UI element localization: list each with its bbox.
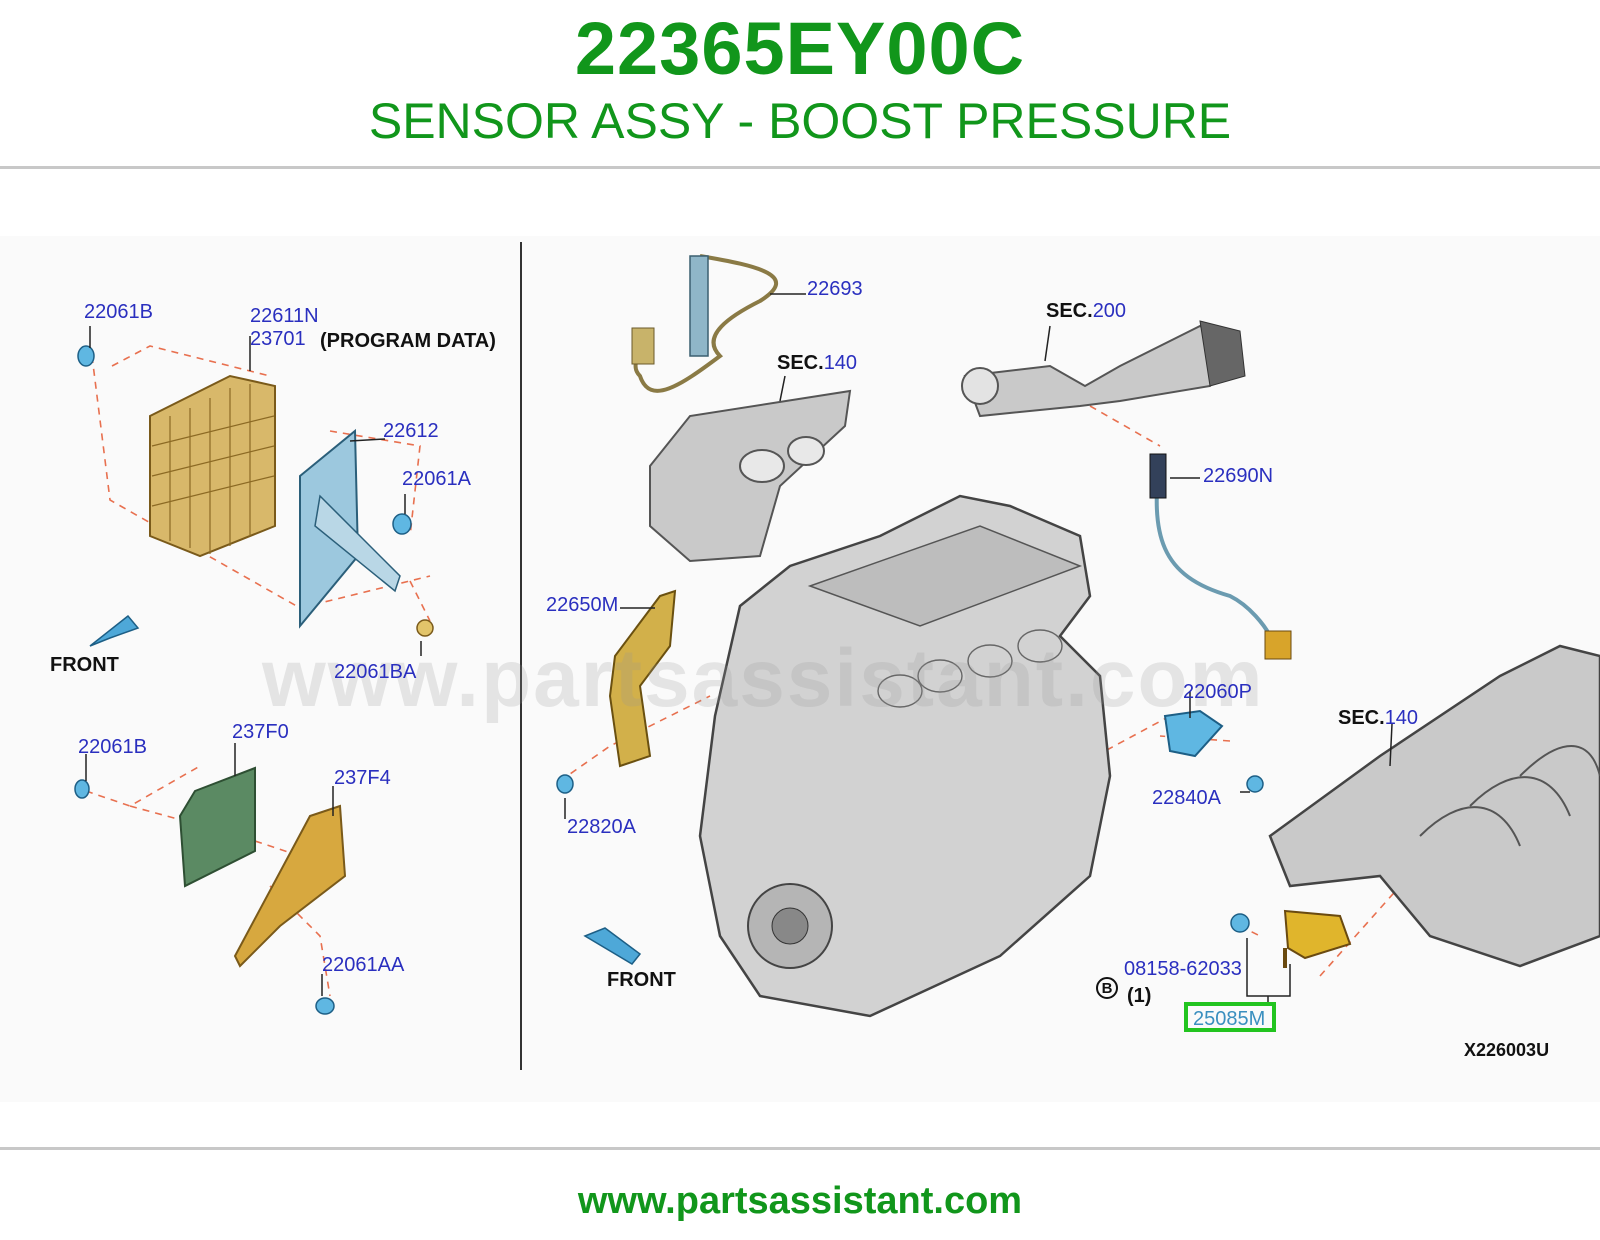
callout-22061b: 22061B — [84, 301, 153, 323]
section-ref-140-2: SEC.140 — [1338, 707, 1419, 729]
leader-lines — [85, 293, 1393, 1006]
callout-237f4: 237F4 — [334, 767, 391, 789]
control-module-icon — [178, 766, 256, 888]
callout-25085m-highlighted[interactable]: 25085M — [1193, 1008, 1266, 1030]
front-indicator-label-2: FRONT — [607, 969, 676, 991]
diagram-drawing — [0, 236, 1600, 1102]
knock-sensor-icon — [1163, 709, 1224, 758]
boost-pressure-sensor-icon — [1283, 909, 1352, 960]
callout-22611n: 22611N — [250, 305, 319, 327]
callout-22612: 22612 — [383, 420, 439, 442]
callout-22693: 22693 — [807, 278, 863, 300]
callout-22690n: 22690N — [1203, 465, 1274, 487]
bolts-left — [74, 345, 434, 1015]
bolt-08158-icon — [1230, 913, 1250, 933]
o2-sensor-icon — [689, 255, 709, 357]
engine-bracket-icon — [608, 589, 677, 768]
program-data-note: (PROGRAM DATA) — [320, 330, 496, 352]
ecm-bracket-icon — [299, 428, 401, 629]
diagram-code: X226003U — [1464, 1040, 1550, 1060]
part-description: SENSOR ASSY - BOOST PRESSURE — [368, 93, 1232, 149]
footer-divider — [0, 1147, 1600, 1150]
rear-o2-sensor-icon — [1149, 453, 1167, 499]
circle-b-icon: B — [1096, 977, 1118, 999]
footer-website-link[interactable]: www.partsassistant.com — [577, 1180, 1023, 1222]
front-indicator-label: FRONT — [50, 654, 119, 676]
watermark: www.partsassistant.com — [262, 633, 1265, 724]
callout-22650m: 22650M — [546, 594, 619, 616]
callout-22061a: 22061A — [402, 468, 471, 490]
callout-22061aa: 22061AA — [322, 954, 405, 976]
front-arrow-icon — [89, 614, 140, 647]
intake-manifold-icon — [1268, 644, 1600, 968]
callout-22820a: 22820A — [567, 816, 636, 838]
module-bracket-icon — [233, 804, 347, 968]
callout-23701: 23701 — [250, 328, 306, 350]
header: 22365EY00C SENSOR ASSY - BOOST PRESSURE — [0, 0, 1600, 168]
callout-22060p: 22060P — [1183, 681, 1252, 703]
part-number-title: 22365EY00C — [574, 7, 1026, 90]
callout-22061ba: 22061BA — [334, 661, 417, 683]
rear-o2-connector-icon — [1264, 630, 1292, 660]
o2-connector-icon — [631, 327, 655, 365]
bolt-22820a-icon — [556, 774, 574, 794]
callout-08158-62033: 08158-62033 — [1124, 958, 1242, 980]
callout-237f0: 237F0 — [232, 721, 289, 743]
bolt-22840a-icon — [1246, 775, 1264, 793]
ecm-module-icon — [149, 374, 276, 558]
quantity-note: (1) — [1127, 985, 1152, 1007]
parts-diagram: www.partsassistant.com 22061B 22611N 237… — [0, 236, 1600, 1102]
header-divider — [0, 166, 1600, 169]
rear-o2-sensor-wire-icon — [1154, 455, 1272, 637]
highlighted-part-box — [1184, 1002, 1276, 1032]
section-ref-140: SEC.140 — [777, 352, 858, 374]
section-ref-200: SEC.200 — [1046, 300, 1127, 322]
front-arrow-icon-2 — [583, 927, 642, 965]
callout-22061b-2: 22061B — [78, 736, 147, 758]
callout-22840a: 22840A — [1152, 787, 1221, 809]
